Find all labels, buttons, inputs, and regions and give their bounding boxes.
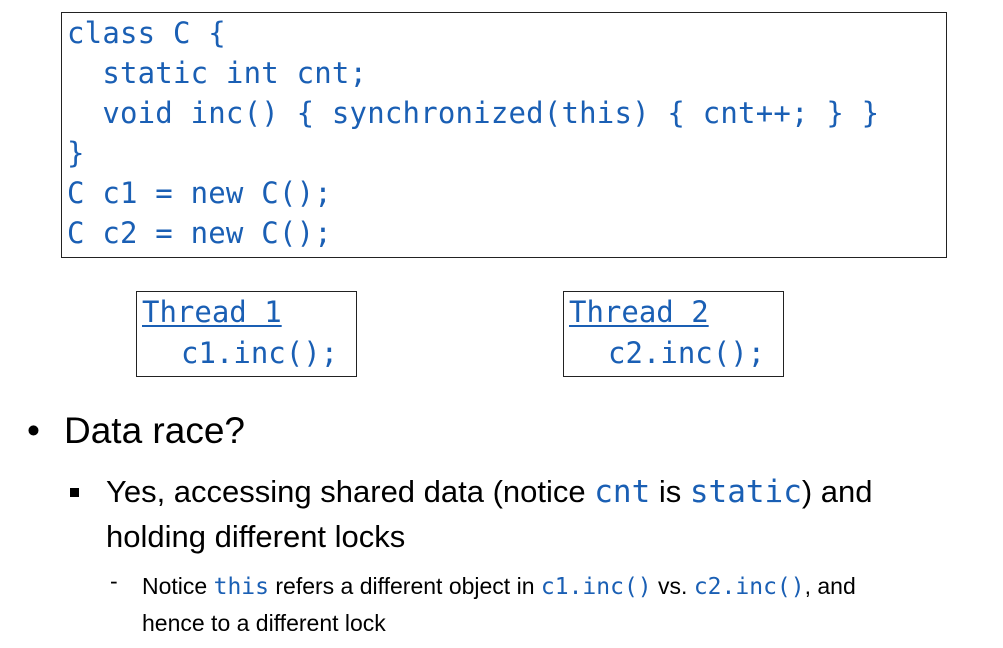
- code-block: class C { static int cnt; void inc() { s…: [61, 12, 947, 258]
- text-span: refers a different object in: [268, 573, 541, 599]
- level3-line2: hence to a different lock: [142, 610, 386, 636]
- code-span: c2.inc(): [693, 574, 805, 600]
- level2-line1: Yes, accessing shared data (notice cnt i…: [106, 470, 873, 514]
- thread-2-title: Thread 2: [569, 295, 709, 329]
- heading-question: Data race?: [64, 410, 245, 451]
- thread-1-title: Thread 1: [142, 295, 282, 329]
- text-span: is: [650, 474, 690, 509]
- text-span: Notice: [142, 573, 214, 599]
- thread-2-box: Thread 2 c2.inc();: [563, 291, 784, 377]
- code-line: static int cnt;: [67, 56, 368, 90]
- square-bullet-icon: [70, 488, 79, 497]
- thread-1-box: Thread 1 c1.inc();: [136, 291, 357, 377]
- code-line: void inc() { synchronized(this) { cnt++;…: [67, 96, 880, 130]
- code-span: c1.inc(): [540, 574, 652, 600]
- text-span: Yes, accessing shared data (notice: [106, 474, 595, 509]
- code-line: C c1 = new C();: [67, 176, 332, 210]
- code-span: cnt: [594, 474, 651, 510]
- code-span: this: [213, 574, 269, 600]
- code-line: }: [67, 136, 85, 170]
- text-span: , and: [804, 573, 856, 599]
- level2-line2: holding different locks: [106, 519, 406, 554]
- code-span: static: [689, 474, 802, 510]
- thread-2-call: c2.inc();: [608, 336, 766, 370]
- code-line: class C {: [67, 16, 226, 50]
- bullet-dot-icon: •: [27, 410, 40, 451]
- thread-1-call: c1.inc();: [181, 336, 339, 370]
- code-line: C c2 = new C();: [67, 216, 332, 250]
- dash-bullet-icon: -: [110, 568, 118, 594]
- text-span: ) and: [801, 474, 873, 509]
- text-span: vs.: [651, 573, 694, 599]
- level3-line1: Notice this refers a different object in…: [142, 568, 856, 605]
